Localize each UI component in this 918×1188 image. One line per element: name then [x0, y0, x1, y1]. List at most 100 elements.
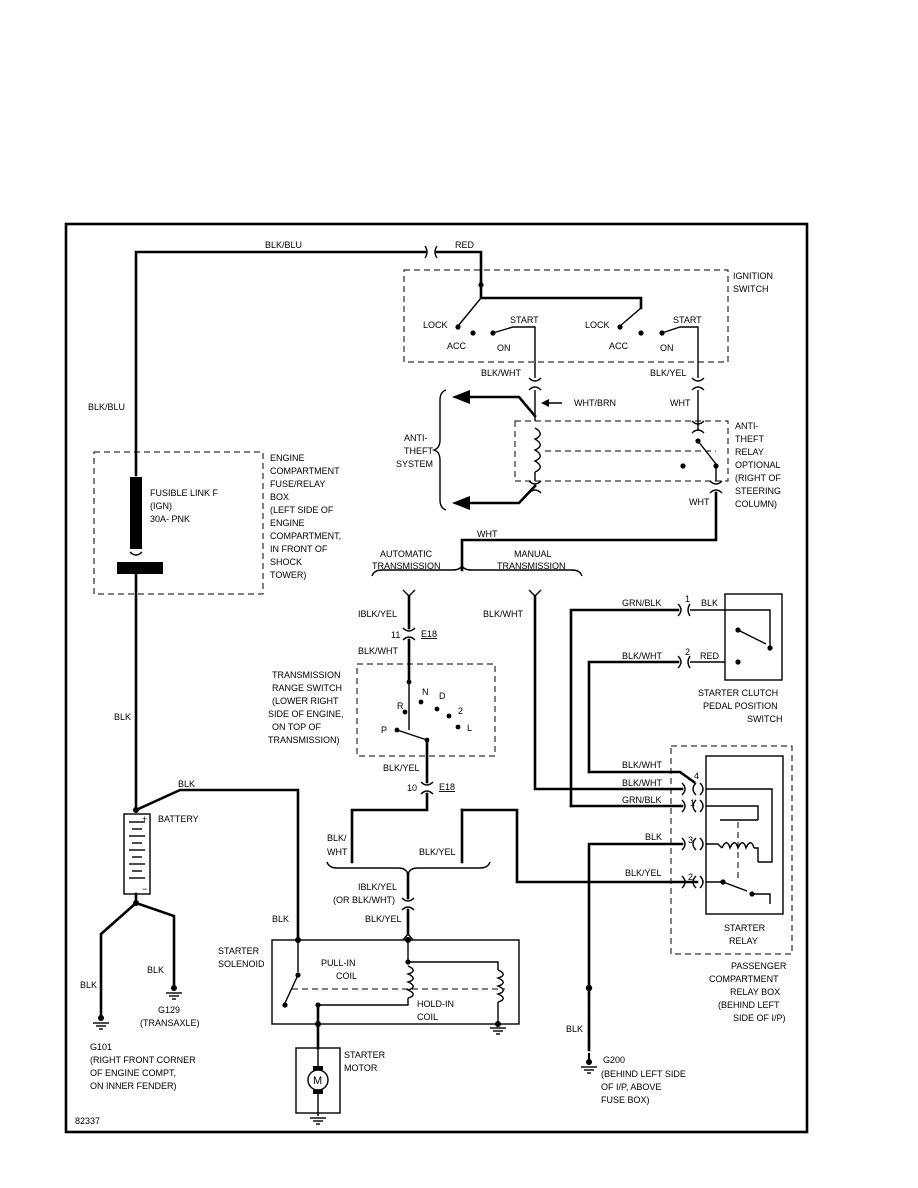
battery-symbol: + − [123, 813, 151, 895]
gear-label-d: D [439, 691, 446, 701]
battery-label: BATTERY [158, 814, 199, 824]
lock-label-2: LOCK [585, 320, 610, 330]
svg-text:−: − [142, 884, 147, 894]
automatic-transmission-label-1: AUTOMATIC [380, 549, 433, 559]
trs-label-3: (LOWER RIGHT [272, 696, 339, 706]
wire-label-blk-slash: BLK/ [327, 833, 347, 843]
ignition-switch-label-1: IGNITION [733, 271, 773, 281]
automatic-branch-wiring [402, 589, 416, 684]
acc-label-2: ACC [609, 341, 629, 351]
anti-theft-relay-label-2: THEFT [735, 434, 764, 444]
relay-wire-label-blk: BLK [645, 832, 662, 842]
ground-solenoid-symbol [490, 1021, 506, 1035]
starter-solenoid-box [271, 939, 520, 1025]
acc-label-1: ACC [447, 341, 467, 351]
trs-label-4: SIDE OF ENGINE, [268, 709, 344, 719]
fuse-box-label-3: FUSE/RELAY [270, 479, 325, 489]
anti-theft-system-label-2: THEFT [404, 446, 433, 456]
gear-label-2: 2 [458, 706, 463, 716]
ground-g200-symbol [581, 1059, 597, 1074]
g101-label-2: (RIGHT FRONT CORNER [90, 1055, 196, 1065]
passenger-relay-box [670, 745, 793, 955]
anti-theft-system-brace [431, 389, 447, 511]
wire-label-blk-wht-ign: BLK/WHT [481, 368, 522, 378]
wire-label-blk-blu-top: BLK/BLU [265, 240, 302, 250]
wire-label-iblk-yel-or: IBLK/YEL [358, 882, 397, 892]
on-label-1: ON [497, 343, 511, 353]
hold-in-coil-label-2: COIL [417, 1012, 438, 1022]
starter-relay-box [705, 755, 784, 915]
ground-g101-symbol [93, 1015, 109, 1030]
relay-wire-label-blk-yel: BLK/YEL [625, 868, 662, 878]
hold-in-coil-label-1: HOLD-IN [417, 999, 454, 1009]
relay-pin-1: 1 [690, 798, 695, 808]
starter-relay-wiring [533, 594, 773, 1052]
passenger-box-label-4: (BEHIND LEFT [718, 1000, 780, 1010]
g129-label-1: G129 [158, 1005, 180, 1015]
diagram-id: 82337 [75, 1116, 100, 1126]
starter-clutch-label-3: SWITCH [747, 714, 783, 724]
fuse-box-label-1: ENGINE [270, 453, 305, 463]
wire-label-wht-1: WHT [670, 398, 691, 408]
fuse-box-label-9: SHOCK [270, 557, 302, 567]
on-label-2: ON [660, 343, 674, 353]
ignition-switch-label-2: SWITCH [733, 284, 769, 294]
wire-label-iblk-yel: IBLK/YEL [358, 609, 397, 619]
wire-label-blk-blu-left: BLK/BLU [88, 402, 125, 412]
anti-theft-relay-label-6: STEERING [735, 486, 781, 496]
fuse-box-label-7: COMPARTMENT, [270, 531, 341, 541]
g200-label-3: OF I/P, ABOVE [601, 1082, 661, 1092]
wire-label-blk-g129: BLK [147, 965, 164, 975]
wire-label-wht-slash: WHT [327, 847, 348, 857]
ignition-switch-contacts [455, 280, 699, 378]
wire-label-blk-g200: BLK [566, 1024, 583, 1034]
clutch-pin-1: 1 [685, 594, 690, 604]
starter-motor-symbol [307, 1048, 329, 1116]
wire-label-blk-yel-trs: BLK/YEL [383, 763, 420, 773]
starter-clutch-label-2: PEDAL POSITION [703, 701, 778, 711]
fuse-box-label-10: TOWER) [270, 570, 306, 580]
ignition-switch-box [403, 269, 729, 363]
fuse-box-label-5: (LEFT SIDE OF [270, 505, 334, 515]
wire-label-blk-wht-trs: BLK/WHT [358, 646, 399, 656]
start-label-2: START [673, 315, 702, 325]
starter-clutch-switch-box [724, 593, 783, 681]
starter-clutch-label-1: STARTER CLUTCH [698, 688, 778, 698]
passenger-box-label-5: SIDE OF I/P) [733, 1013, 786, 1023]
connector-e18-b [420, 781, 434, 795]
wire-label-blk-battery-top: BLK [178, 779, 195, 789]
anti-theft-system-label-3: SYSTEM [396, 459, 433, 469]
fusible-link-base [117, 562, 163, 574]
g200-label-1: G200 [603, 1055, 625, 1065]
relay-pin-4: 4 [694, 771, 699, 781]
start-label-1: START [510, 315, 539, 325]
wire-label-blk-wht-2: BLK/WHT [622, 651, 663, 661]
g200-label-4: FUSE BOX) [601, 1095, 650, 1105]
wire-label-blk-sol: BLK [272, 914, 289, 924]
lock-label-1: LOCK [423, 320, 448, 330]
g200-label-2: (BEHIND LEFT SIDE [601, 1069, 686, 1079]
motor-symbol-text: M [313, 1075, 322, 1087]
wire-label-red-clutch: RED [700, 651, 720, 661]
top-feed-wires [134, 245, 483, 477]
ground-g129-symbol [166, 985, 182, 1000]
g129-label-2: (TRANSAXLE) [140, 1018, 200, 1028]
fuse-box-label-8: IN FRONT OF [270, 544, 328, 554]
transmission-range-switch-contacts [394, 679, 461, 784]
anti-theft-relay-label-4: OPTIONAL [735, 460, 781, 470]
anti-theft-relay-label-1: ANTI- [735, 421, 759, 431]
starter-motor-label-1: STARTER [344, 1050, 386, 1060]
passenger-box-label-1: PASSENGER [731, 961, 787, 971]
g200-ground-wiring [585, 984, 593, 1062]
wire-label-blk-yel-ign: BLK/YEL [650, 368, 687, 378]
gear-label-p: P [381, 725, 387, 735]
manual-transmission-label-2: TRANSMISSION [497, 561, 566, 571]
anti-theft-relay-label-3: RELAY [735, 447, 764, 457]
manual-transmission-label-1: MANUAL [514, 549, 552, 559]
connector-e18-b-name: E18 [439, 782, 455, 792]
relay-pin-3: 3 [688, 835, 693, 845]
starter-relay-label-2: RELAY [729, 936, 758, 946]
g101-label-1: G101 [90, 1042, 112, 1052]
wire-label-blk-yel-joint: BLK/YEL [419, 847, 456, 857]
